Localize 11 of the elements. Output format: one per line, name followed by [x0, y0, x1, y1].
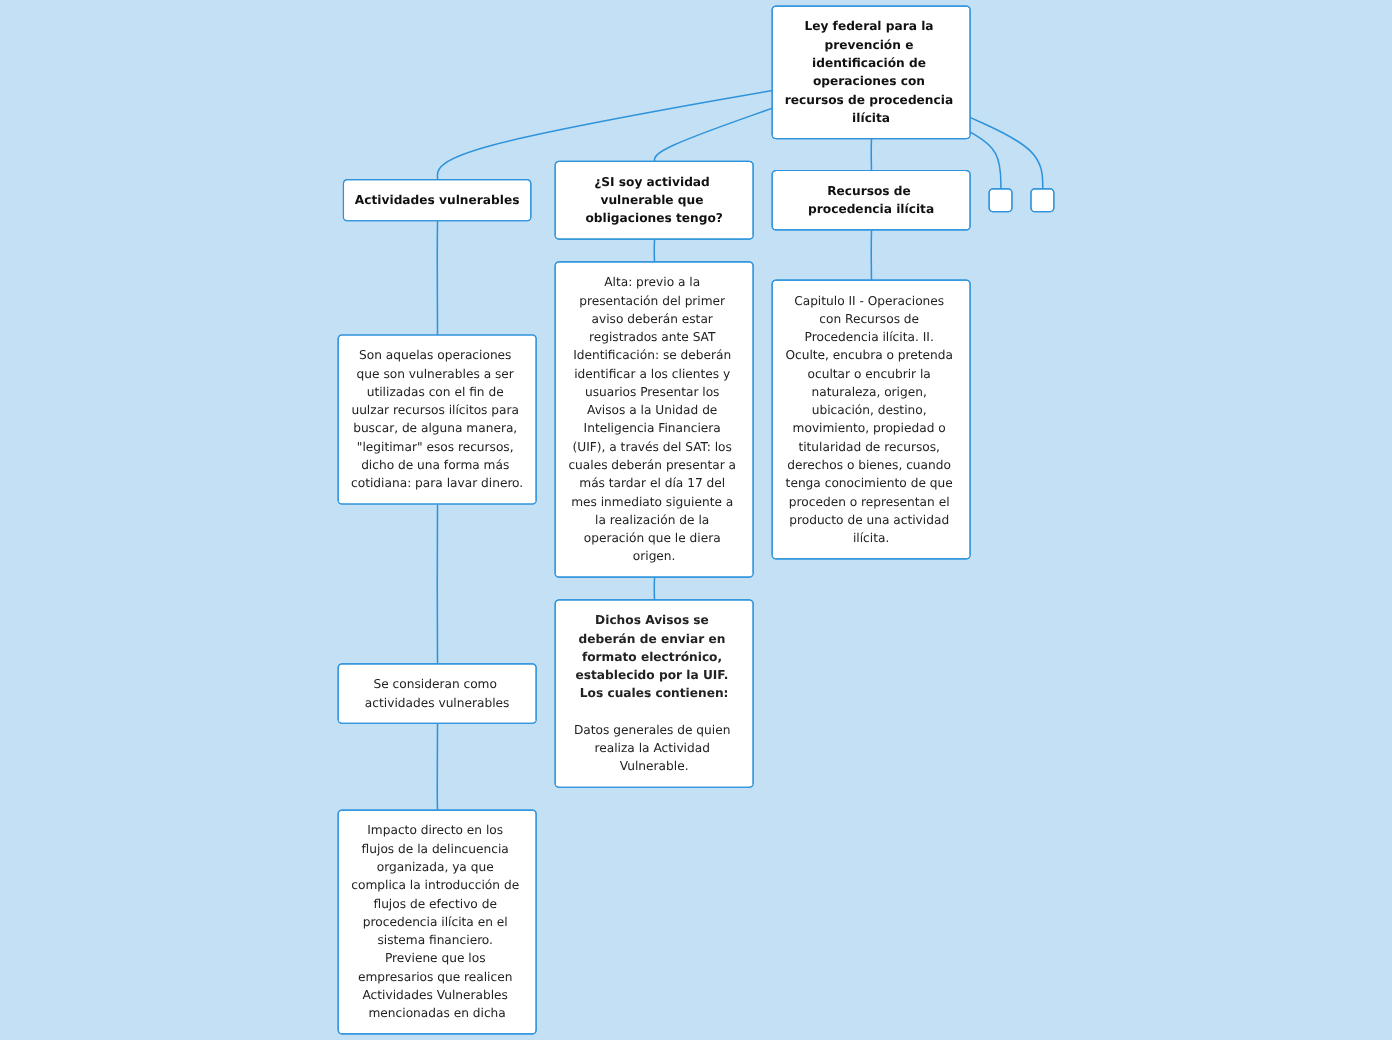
connector	[436, 220, 439, 337]
connector	[870, 138, 873, 172]
connector	[969, 116, 1044, 190]
connector	[436, 89, 774, 181]
connector	[969, 131, 1002, 190]
connector	[653, 576, 656, 602]
connector	[436, 722, 439, 812]
connector	[870, 229, 873, 282]
connector	[653, 107, 774, 163]
connector	[653, 238, 656, 264]
connector	[436, 503, 439, 666]
